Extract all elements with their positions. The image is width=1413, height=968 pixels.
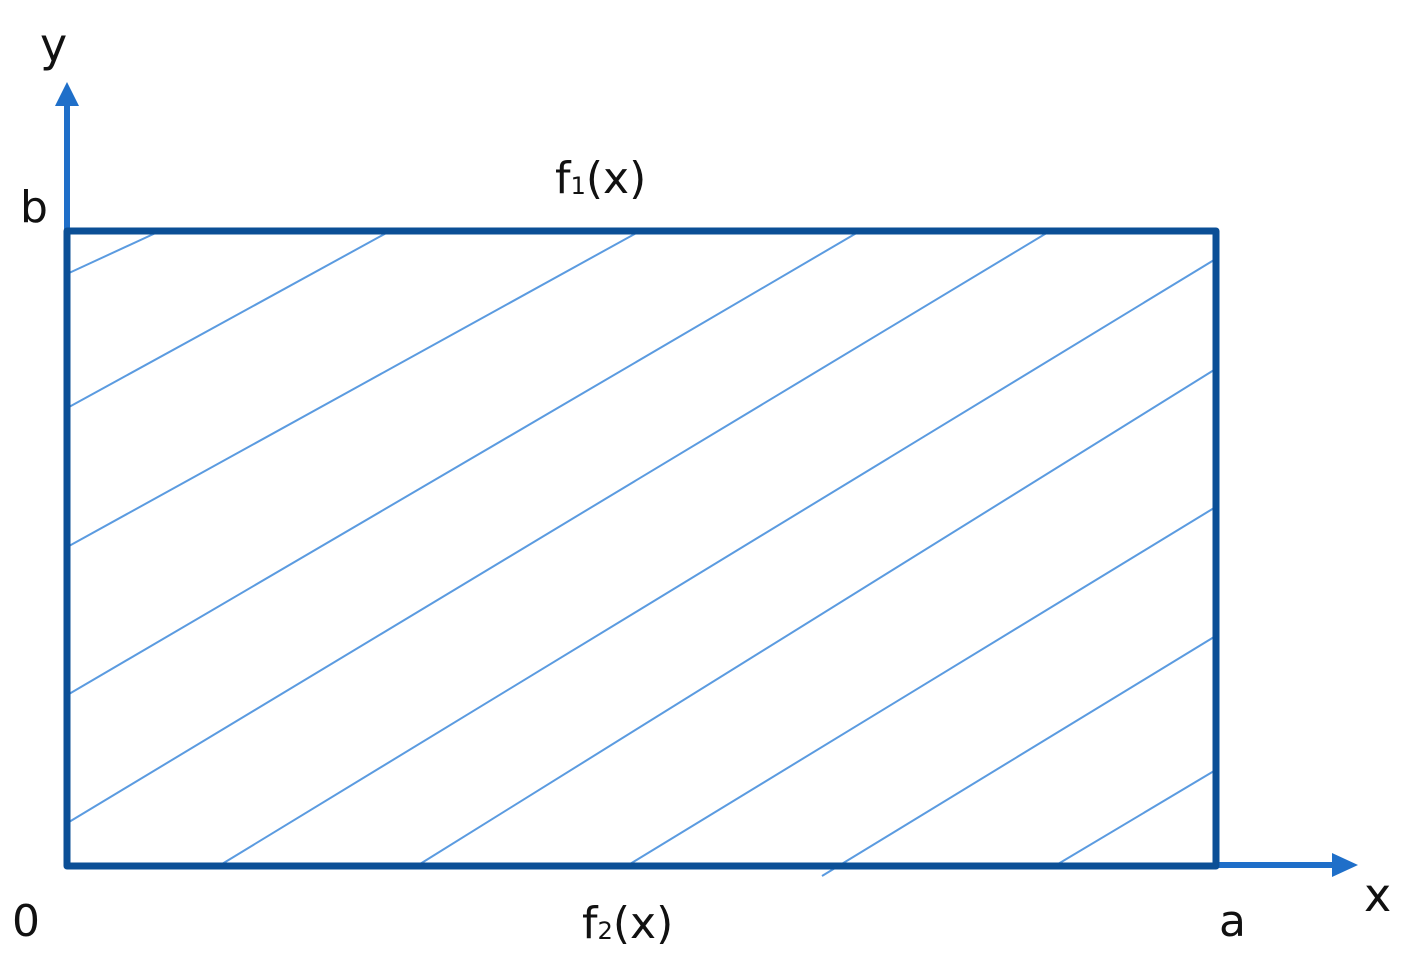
hatch-line xyxy=(821,636,1215,877)
hatch-line xyxy=(68,230,391,408)
hatch-line xyxy=(68,230,1051,823)
x-axis xyxy=(1216,853,1358,877)
x-max-label: a xyxy=(1219,896,1246,947)
top-curve-label: f1(x) xyxy=(555,157,646,201)
hatch-line xyxy=(68,230,641,547)
bottom-curve-arg: (x) xyxy=(612,898,674,949)
origin-label: 0 xyxy=(12,896,40,947)
hatch-line xyxy=(1057,770,1215,865)
hatch-line xyxy=(629,507,1215,865)
hatch-lines xyxy=(68,230,1215,877)
hatch-line xyxy=(221,259,1215,865)
y-axis-label: y xyxy=(40,18,68,72)
bottom-curve-name: f xyxy=(582,898,598,949)
top-curve-index: 1 xyxy=(570,172,586,201)
bottom-curve-index: 2 xyxy=(597,917,613,946)
y-max-label: b xyxy=(20,182,48,233)
y-axis xyxy=(55,82,79,231)
hatch-line xyxy=(419,369,1215,865)
bottom-curve-label: f2(x) xyxy=(582,902,673,946)
region-boundary xyxy=(63,227,1220,870)
x-axis-label: x xyxy=(1364,868,1392,922)
y-axis-arrow-icon xyxy=(55,82,79,106)
top-curve-arg: (x) xyxy=(585,153,647,204)
hatch-line xyxy=(68,230,861,695)
hatch-line xyxy=(68,230,161,274)
x-axis-arrow-icon xyxy=(1332,853,1358,877)
top-curve-name: f xyxy=(555,153,571,204)
